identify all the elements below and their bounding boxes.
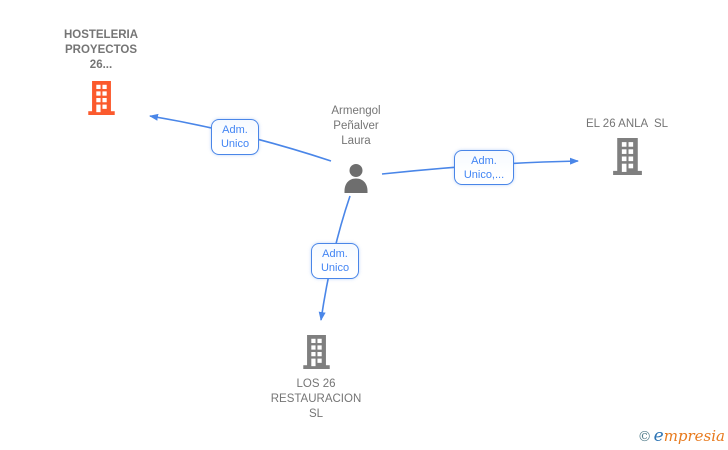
edge-label-line: Adm. — [471, 154, 497, 167]
edge-label-adm-unico-los26[interactable]: Adm. Unico — [311, 243, 359, 279]
company-label-line: PROYECTOS — [65, 44, 137, 56]
brand-initial: e — [653, 426, 664, 446]
edge-label-line: Unico — [220, 138, 250, 150]
person-node-armengol[interactable]: Armengol Peñalver Laura — [296, 104, 416, 193]
person-icon[interactable] — [341, 163, 371, 193]
company-label-hosteleria[interactable]: HOSTELERIA PROYECTOS 26... — [64, 28, 138, 73]
person-label-line: Peñalver — [333, 120, 379, 132]
copyright-symbol: © — [637, 429, 652, 445]
company-label-line: RESTAURACION — [270, 393, 362, 405]
edge-label-adm-unico-hosteleria[interactable]: Adm. Unico — [211, 119, 259, 155]
edge-label-line: Unico,... — [463, 168, 505, 181]
company-label-los26[interactable]: LOS 26 RESTAURACION SL — [271, 377, 362, 422]
edge-label-line: Unico — [320, 262, 350, 274]
edge-label-line: Adm. — [222, 124, 248, 136]
person-label-line: Laura — [341, 135, 371, 147]
empresia-watermark: ©empresia — [638, 427, 725, 446]
company-label-line: 26... — [89, 59, 113, 71]
company-label-line: SL — [308, 408, 324, 420]
building-icon[interactable] — [86, 81, 117, 115]
company-node-el26anla[interactable]: EL 26 ANLA SL — [557, 117, 697, 175]
brand-name: mpresia — [663, 427, 725, 445]
edge-label-line: Adm. — [322, 248, 348, 260]
company-node-los26[interactable]: LOS 26 RESTAURACION SL — [256, 335, 376, 422]
company-label-el26anla[interactable]: EL 26 ANLA SL — [586, 117, 668, 132]
person-label-line: Armengol — [331, 105, 381, 117]
building-icon[interactable] — [611, 138, 644, 175]
edge-label-adm-unico-el26anla[interactable]: Adm. Unico,... — [454, 150, 514, 185]
person-label[interactable]: Armengol Peñalver Laura — [331, 104, 380, 149]
building-icon[interactable] — [301, 335, 332, 369]
company-node-hosteleria[interactable]: HOSTELERIA PROYECTOS 26... — [37, 28, 165, 115]
company-label-line: EL 26 ANLA SL — [585, 118, 669, 130]
company-label-line: LOS 26 — [296, 378, 336, 390]
company-label-line: HOSTELERIA — [63, 29, 139, 41]
